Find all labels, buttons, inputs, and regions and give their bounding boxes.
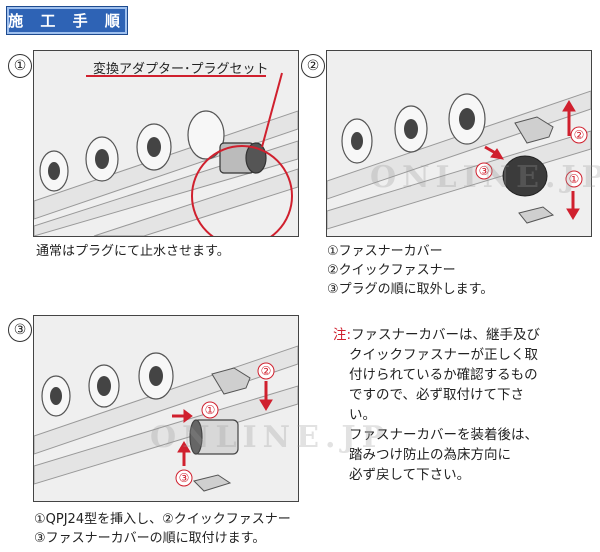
step-1-caption: 通常はプラグにて止水させます。: [36, 244, 230, 259]
note-line-6: ファスナーカバーを装着後は、: [349, 427, 538, 443]
note-line-7: 踏みつけ防止の為床方向に: [349, 447, 511, 463]
note-line-8: 必ず戻して下さい。: [349, 467, 471, 483]
step-2-number: ②: [301, 54, 325, 78]
note-line-5: い。: [349, 407, 376, 423]
step-2-caption-2: ②クイックファスナー: [327, 263, 456, 278]
note-line-1: ファスナーカバーは、継手及び: [351, 327, 541, 343]
step-3-number: ③: [8, 318, 32, 342]
section-header: 施 工 手 順: [6, 6, 128, 35]
step-1-callout-line: [86, 75, 266, 77]
step-2-arrow-label-1: ①: [569, 172, 580, 186]
note-line-4: ですので、必ず取付けて下さ: [349, 387, 524, 403]
step-2-caption-3: ③プラグの順に取外します。: [327, 282, 494, 297]
step-1-number: ①: [8, 54, 32, 78]
step-1-callout-label: 変換アダプター･プラグセット: [93, 62, 269, 77]
step-3-caption-2: ③ファスナーカバーの順に取付けます。: [34, 531, 266, 546]
step-2-arrow-label-3: ③: [479, 164, 490, 178]
step-2-arrow-label-2: ②: [574, 128, 585, 142]
step-3-photo: ① ② ③: [33, 315, 299, 502]
watermark-2: ONLINE.JP: [150, 420, 391, 455]
watermark-1: ONLINE.JP: [370, 160, 600, 195]
step-3-arrow-label-2: ②: [261, 364, 272, 378]
note-line-3: 付けられているか確認するもの: [349, 367, 538, 383]
note-mark: 注:: [333, 327, 352, 343]
note-block: 注:ファスナーカバーは、継手及び クイックファスナーが正しく取 付けられているか…: [333, 325, 593, 485]
note-line-2: クイックファスナーが正しく取: [349, 347, 538, 363]
step-3-caption-1: ①QPJ24型を挿入し、②クイックファスナー: [34, 512, 291, 527]
step-2-caption-1: ①ファスナーカバー: [327, 244, 443, 259]
step-3-arrow-label-1: ①: [205, 403, 216, 417]
step-2-photo: ② ① ③: [326, 50, 592, 237]
step-1-photo: [33, 50, 299, 237]
step-3-arrow-label-3: ③: [179, 471, 190, 485]
